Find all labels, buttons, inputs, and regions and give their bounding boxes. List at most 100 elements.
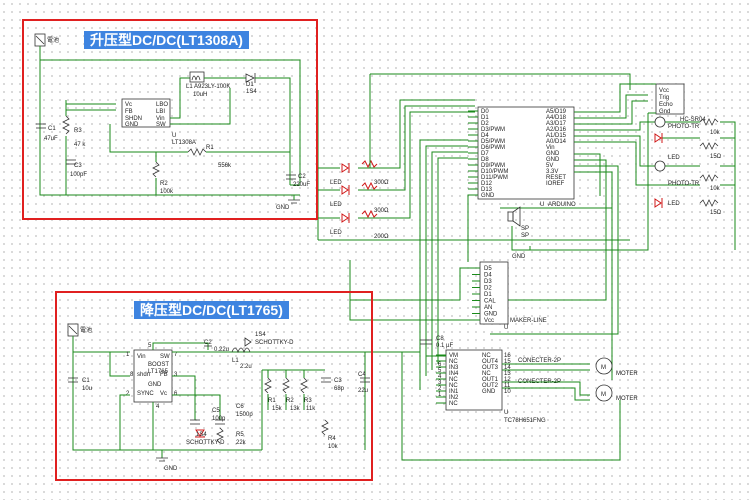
driver-pin-r-3: NC	[482, 371, 491, 377]
svg-text:10k: 10k	[710, 186, 721, 192]
makerline-pin-4: D1	[484, 292, 492, 298]
svg-text:22u: 22u	[358, 388, 368, 394]
driver-pin-num-l: 6	[438, 362, 442, 368]
svg-text:LED: LED	[330, 230, 342, 236]
boost-section-frame	[22, 19, 318, 220]
boost-c3: C3 100pF	[66, 159, 87, 178]
sensor-led-2: LED	[654, 198, 680, 208]
arduino-pin-13: D13	[481, 187, 493, 193]
svg-text:SHDN: SHDN	[125, 116, 142, 122]
buck-c5: C5 100p	[190, 408, 226, 425]
arduino-pin-6: D6/PWM	[481, 145, 505, 151]
svg-text:15Ω: 15Ω	[710, 154, 722, 160]
svg-text:8: 8	[130, 372, 134, 378]
driver-pin-num-l: 5	[438, 368, 442, 374]
arduino-board: D0D1D2D3/PWMD4D5/PWMD6/PWMD7D8D9/PWMD10/…	[468, 106, 576, 208]
driver-pin-num-l: 3	[438, 380, 442, 386]
svg-text:15k: 15k	[272, 406, 283, 412]
arduino-pin-r-1: A4/D18	[546, 115, 567, 121]
buck-l1: L1 2.2u	[231, 347, 252, 370]
svg-text:GND: GND	[276, 205, 290, 211]
svg-text:FB: FB	[125, 109, 133, 115]
svg-text:1S4: 1S4	[255, 332, 266, 338]
svg-text:SCHOTTKY-D: SCHOTTKY-D	[186, 440, 225, 446]
svg-text:15Ω: 15Ω	[710, 210, 722, 216]
svg-text:R5: R5	[236, 432, 244, 438]
svg-text:100pF: 100pF	[70, 172, 87, 178]
boost-l1: L1 A923LY-100K 10uH	[186, 71, 230, 98]
driver-pin-num-r: 15	[504, 359, 511, 365]
svg-text:11k: 11k	[306, 406, 316, 412]
arduino-pin-11: D11/PWM	[481, 175, 508, 181]
svg-text:R3: R3	[74, 128, 82, 134]
svg-text:HC-SR04: HC-SR04	[680, 117, 706, 123]
svg-text:1500p: 1500p	[236, 412, 253, 418]
driver-pin-num-l: 2	[438, 386, 442, 392]
svg-text:LED: LED	[330, 180, 342, 186]
makerline-pin-0: D5	[484, 266, 492, 272]
svg-text:2: 2	[126, 391, 130, 397]
led-3: LED	[330, 213, 350, 236]
makerline-pin-2: D3	[484, 279, 492, 285]
led-resistor-3-value: 200Ω	[374, 234, 389, 240]
svg-text:PHOTO-TR: PHOTO-TR	[668, 124, 700, 130]
buck-section-title: 降压型DC/DC(LT1765)	[134, 301, 289, 319]
driver-pin-r-2: OUT3	[482, 365, 499, 371]
boost-r3: R3 47 k	[62, 115, 86, 148]
boost-c2: C2 220uF	[286, 174, 310, 188]
buck-schottky-2: 1S4 SCHOTTKY-D	[186, 429, 225, 446]
svg-text:0.22u: 0.22u	[214, 347, 229, 353]
motor-1: M MOTER	[595, 357, 638, 377]
svg-text:C3: C3	[74, 163, 82, 169]
svg-text:SW: SW	[160, 354, 170, 360]
svg-text:MOTER: MOTER	[616, 371, 638, 377]
svg-text:R1: R1	[268, 398, 276, 404]
boost-r1: R1 556k	[187, 145, 232, 169]
svg-text:556k: 556k	[218, 163, 232, 169]
buck-d-1s4: 1S4 SCHOTTKY-D	[244, 332, 294, 347]
arduino-pin-r-12: IOREF	[546, 181, 565, 187]
svg-text:100k: 100k	[160, 189, 174, 195]
svg-text:SP: SP	[521, 233, 529, 239]
arduino-pin-r-2: A3/D17	[546, 121, 567, 127]
svg-text:GND: GND	[125, 122, 139, 128]
svg-text:10k: 10k	[710, 130, 721, 136]
driver-pin-l-2: IN3	[449, 365, 459, 371]
svg-text:U: U	[540, 202, 544, 208]
svg-text:Echo: Echo	[659, 102, 673, 108]
buck-gnd-symbol: GND	[156, 450, 178, 472]
line-sensors: PHOTO-TR LED PHOTO-TR LED 10k 15Ω 10k 15…	[654, 116, 736, 250]
driver-pin-l-0: VM	[449, 353, 458, 359]
driver-pin-num-r: 10	[504, 389, 511, 395]
svg-text:LED: LED	[330, 202, 342, 208]
arduino-gnd-label: GND	[512, 254, 526, 260]
svg-text:R3: R3	[304, 398, 312, 404]
photo-transistor-1: PHOTO-TR	[654, 116, 700, 130]
svg-text:3: 3	[174, 372, 178, 378]
driver-pin-l-4: NC	[449, 377, 458, 383]
svg-text:47 k: 47 k	[74, 142, 86, 148]
driver-pin-r-5: OUT2	[482, 383, 499, 389]
svg-text:1: 1	[126, 352, 130, 358]
svg-text:LT1765: LT1765	[148, 369, 169, 375]
driver-pin-l-7: IN2	[449, 395, 459, 401]
makerline-pin-7: GND	[484, 312, 498, 318]
svg-text:MAKER-LINE: MAKER-LINE	[510, 318, 547, 324]
makerline-pin-3: D2	[484, 286, 492, 292]
svg-text:1S4: 1S4	[246, 89, 257, 95]
svg-text:Vin: Vin	[156, 116, 165, 122]
svg-text:GND: GND	[164, 466, 178, 472]
svg-text:R4: R4	[328, 436, 336, 442]
svg-text:U: U	[172, 133, 176, 139]
svg-text:Vc: Vc	[125, 102, 132, 108]
svg-text:10k: 10k	[328, 444, 339, 450]
svg-text:6: 6	[174, 391, 178, 397]
indicator-leds: LED LED LED 300Ω 300Ω 200Ω	[317, 90, 630, 241]
driver-pin-num-l: 1	[438, 392, 442, 398]
svg-text:LED: LED	[668, 155, 680, 161]
led-2: LED	[330, 185, 350, 208]
svg-text:FB: FB	[160, 372, 168, 378]
buck-section-frame	[55, 291, 373, 481]
buck-r4: R4 10k	[321, 419, 339, 450]
